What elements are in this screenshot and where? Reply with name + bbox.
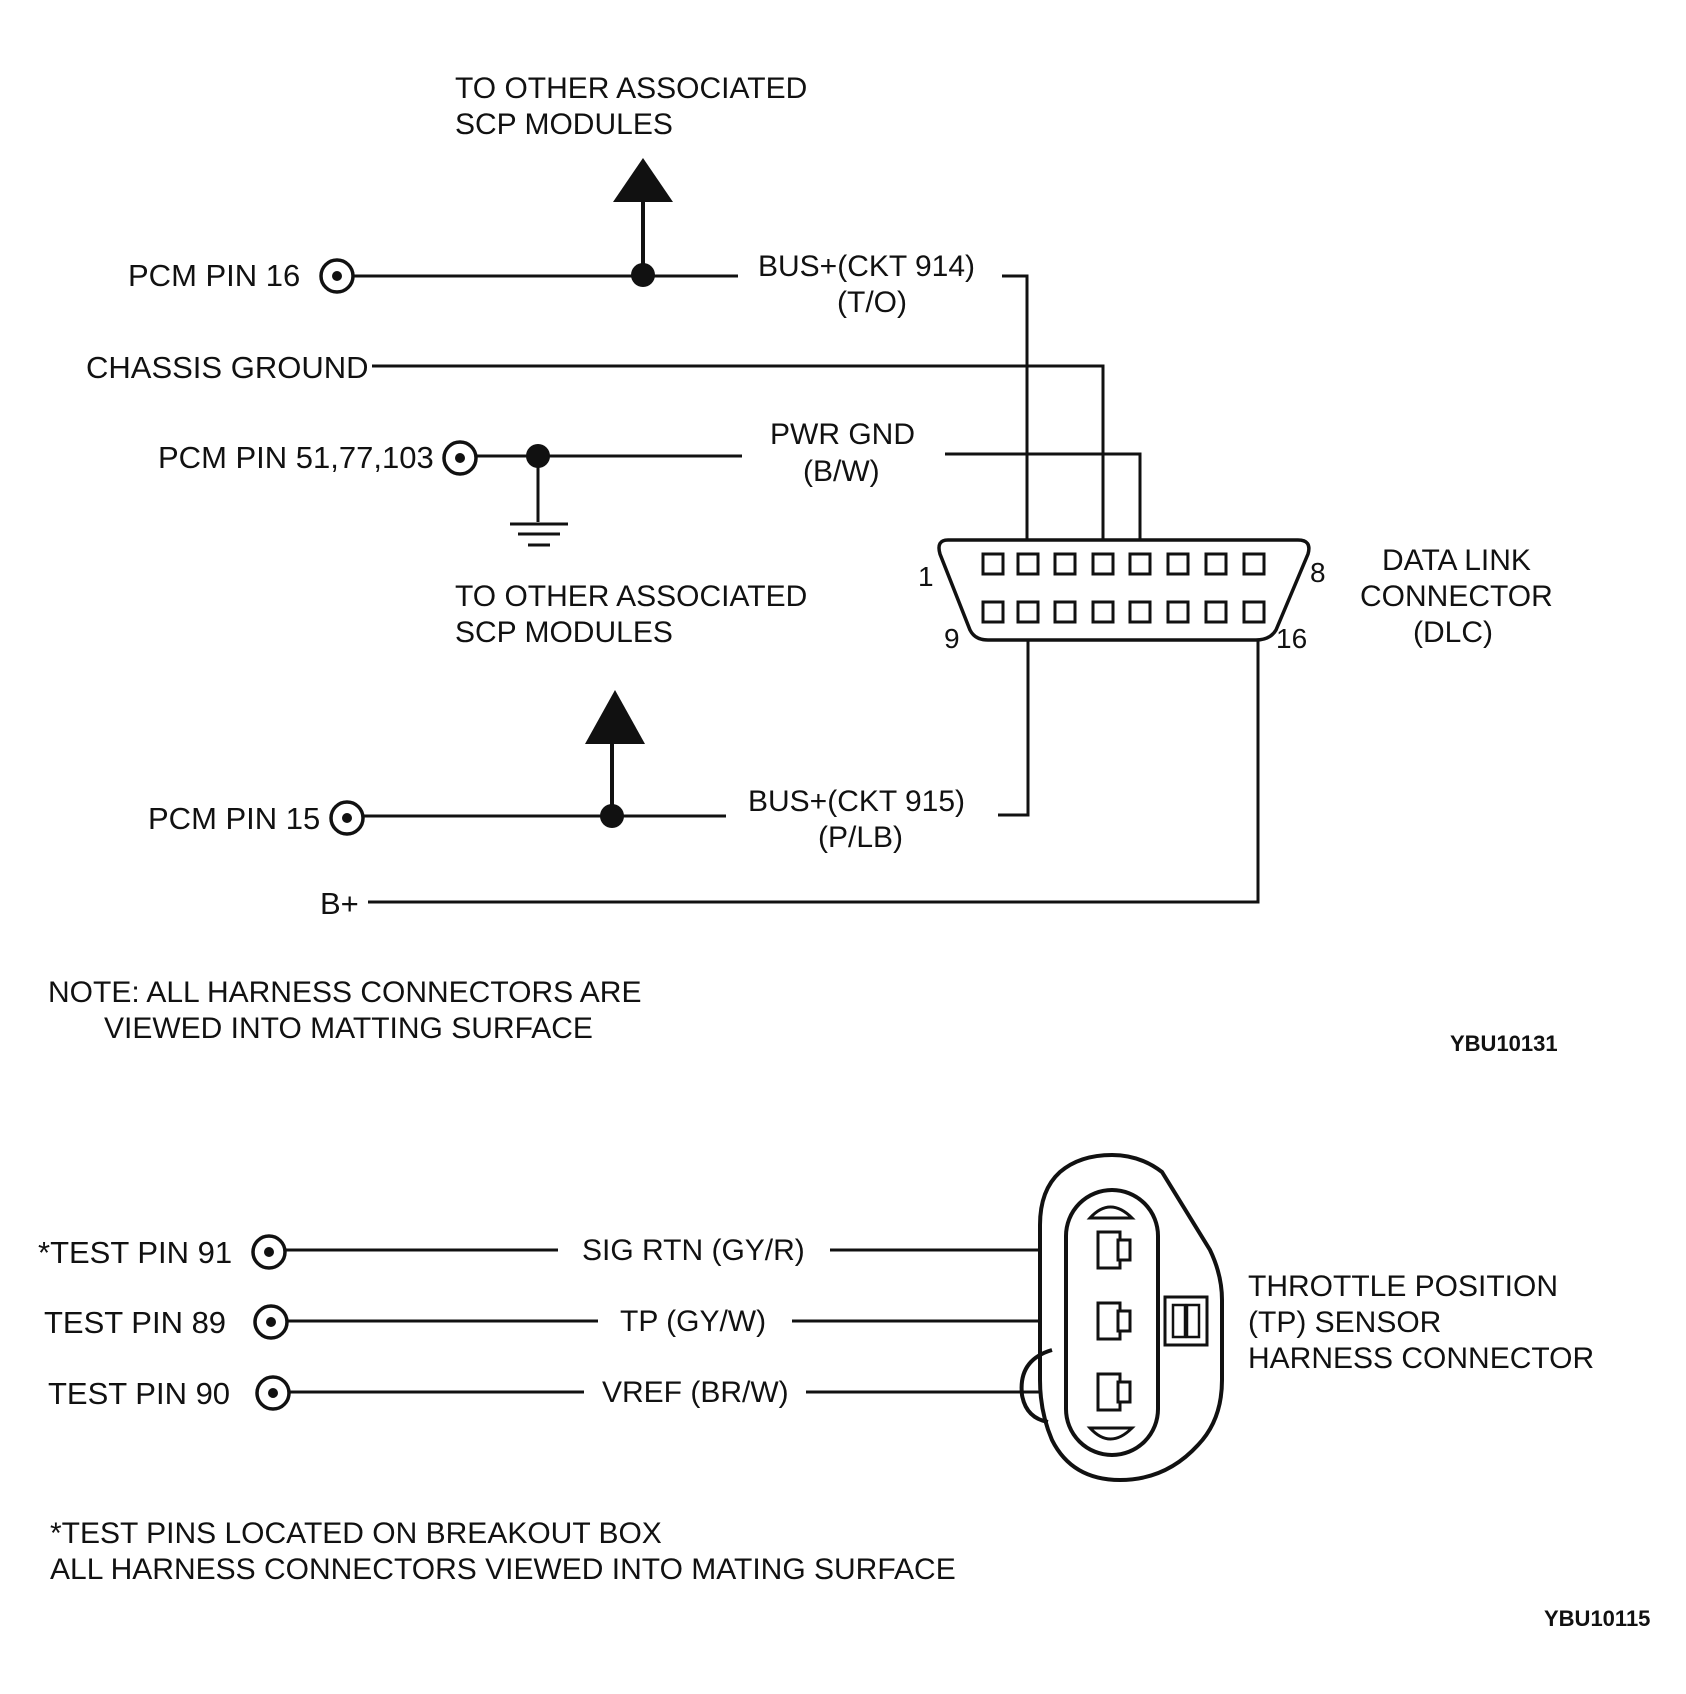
- dlc-label-line1: DATA LINK: [1382, 544, 1531, 577]
- tp-label-line2: (TP) SENSOR: [1248, 1306, 1441, 1339]
- pcm-pin-gnd-label: PCM PIN 51,77,103: [158, 440, 434, 475]
- splice-dot: [631, 263, 655, 287]
- pcm-pin-16-label: PCM PIN 16: [128, 258, 300, 293]
- terminal-3: [1096, 1372, 1132, 1412]
- bus-914-color: (T/O): [837, 286, 907, 319]
- splice-dot: [600, 804, 624, 828]
- tp-label: TP (GY/W): [620, 1305, 766, 1338]
- bus-915-label: BUS+(CKT 915): [748, 785, 965, 818]
- dlc-pin-row-bottom: [981, 600, 1266, 624]
- tp-label-line3: HARNESS CONNECTOR: [1248, 1342, 1594, 1375]
- pcm-pin-16-terminal-icon: [319, 258, 355, 294]
- dlc-pin-number-16: 16: [1276, 623, 1307, 654]
- bus-914-wire-to-dlc: [1002, 274, 1029, 552]
- test-pin-90-terminal-icon: [255, 1375, 291, 1411]
- b-plus-wire: [368, 628, 1260, 904]
- test-pin-90-label: TEST PIN 90: [48, 1376, 230, 1411]
- pwr-gnd-wire-to-dlc: [945, 452, 1142, 552]
- vref-label: VREF (BR/W): [602, 1376, 789, 1409]
- scp-modules-mid-label-line2: SCP MODULES: [455, 616, 673, 649]
- terminal-2: [1096, 1301, 1132, 1341]
- dlc-pin-row-top: [981, 552, 1266, 576]
- scp-modules-mid-label-line1: TO OTHER ASSOCIATED: [455, 580, 807, 613]
- scp-modules-top-label-line1: TO OTHER ASSOCIATED: [455, 72, 807, 105]
- pcm-pin-15-label: PCM PIN 15: [148, 801, 320, 836]
- footnote-line2: ALL HARNESS CONNECTORS VIEWED INTO MATIN…: [50, 1553, 956, 1586]
- test-pin-89-label: TEST PIN 89: [44, 1305, 226, 1340]
- bus-914-label: BUS+(CKT 914): [758, 250, 975, 283]
- bus-915-wire-to-dlc: [998, 628, 1030, 817]
- sig-rtn-label: SIG RTN (GY/R): [582, 1234, 805, 1267]
- note-line1: NOTE: ALL HARNESS CONNECTORS ARE: [48, 976, 641, 1009]
- pwr-gnd-color: (B/W): [803, 455, 880, 488]
- top-key-icon: [1086, 1205, 1136, 1220]
- tp-label-line1: THROTTLE POSITION: [1248, 1270, 1558, 1303]
- ground-symbol-icon: [510, 522, 568, 547]
- chassis-ground-label: CHASSIS GROUND: [86, 350, 368, 385]
- dlc-pin-number-9: 9: [944, 623, 960, 654]
- tp-sensor-connector: [1019, 1152, 1224, 1483]
- dlc-connector: [937, 538, 1311, 642]
- pwr-gnd-label: PWR GND: [770, 418, 915, 451]
- dlc-label-line3: (DLC): [1413, 616, 1493, 649]
- figure-code-bottom: YBU10115: [1544, 1606, 1650, 1631]
- dlc-label-line2: CONNECTOR: [1360, 580, 1553, 613]
- latch-icon: [1163, 1295, 1209, 1347]
- pcm-pin-gnd-terminal-icon: [442, 440, 478, 476]
- note-line2: VIEWED INTO MATTING SURFACE: [104, 1012, 593, 1045]
- test-pin-91-terminal-icon: [251, 1234, 287, 1270]
- bottom-key-icon: [1086, 1426, 1136, 1441]
- chassis-ground-wire: [372, 364, 1105, 552]
- figure-code-top: YBU10131: [1450, 1031, 1558, 1056]
- pcm-pin-15-terminal-icon: [329, 800, 365, 836]
- footnote-line1: *TEST PINS LOCATED ON BREAKOUT BOX: [50, 1517, 662, 1550]
- bus-915-color: (P/LB): [818, 821, 903, 854]
- test-pin-91-label: *TEST PIN 91: [38, 1235, 232, 1270]
- arrow-up-icon: [613, 158, 673, 202]
- terminal-1: [1096, 1230, 1132, 1270]
- b-plus-label: B+: [320, 886, 359, 921]
- test-pin-89-terminal-icon: [253, 1304, 289, 1340]
- dlc-pin-number-8: 8: [1310, 557, 1326, 588]
- arrow-up-icon: [585, 690, 645, 744]
- scp-modules-top-label-line2: SCP MODULES: [455, 108, 673, 141]
- dlc-pin-number-1: 1: [918, 561, 934, 592]
